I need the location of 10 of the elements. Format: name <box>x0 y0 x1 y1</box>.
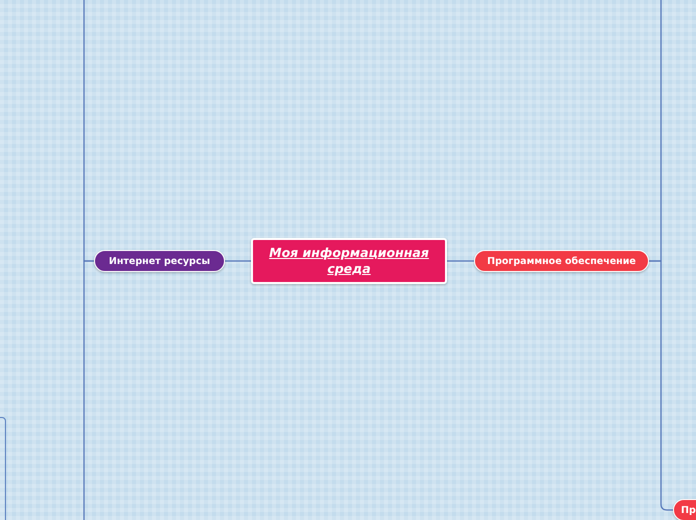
topic-text: Программное обеспечение <box>487 256 636 266</box>
topic-pill <box>474 250 649 272</box>
connector-line <box>83 260 94 520</box>
topic-text: Моя информационная среда <box>268 245 430 277</box>
topic-pill <box>94 250 225 272</box>
connector-line <box>447 260 474 262</box>
topic-text: Интернет ресурсы <box>108 256 210 266</box>
central-topic-box <box>251 238 447 284</box>
connector-line <box>225 260 251 262</box>
topic-text: Пр <box>681 504 696 516</box>
